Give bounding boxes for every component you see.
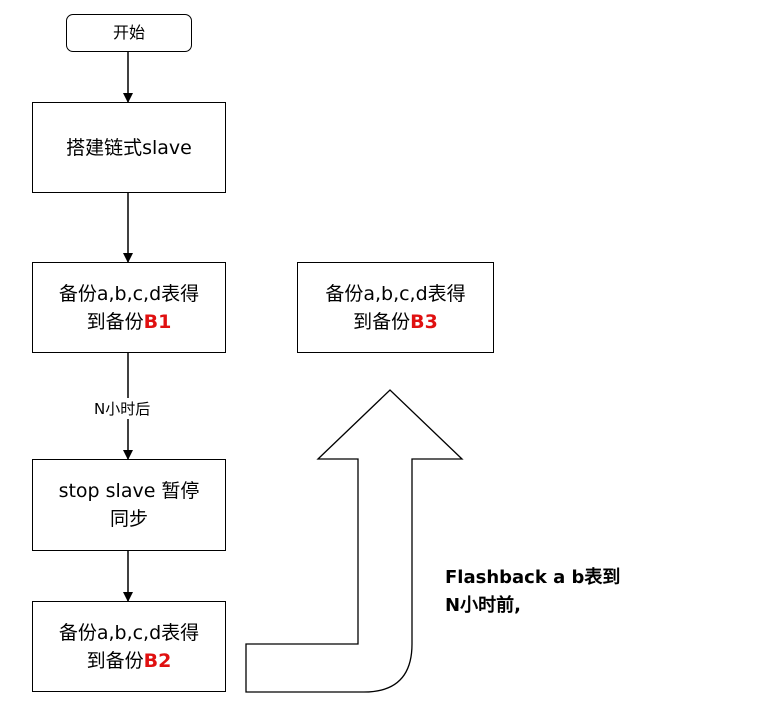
big-curved-arrow — [245, 389, 464, 693]
flashback-note: Flashback a b表到 N小时前, — [445, 564, 620, 620]
step-backup-b2: 备份a,b,c,d表得 到备份B2 — [32, 601, 226, 692]
step1-label: 搭建链式slave — [66, 136, 192, 159]
start-label: 开始 — [112, 23, 145, 42]
step-backup-b3: 备份a,b,c,d表得 到备份B3 — [297, 262, 494, 353]
step-build-slave: 搭建链式slave — [32, 102, 226, 193]
step2-line2: 到备份B1 — [87, 308, 172, 336]
backup-tag-b3: B3 — [410, 310, 438, 333]
step2-line1: 备份a,b,c,d表得 — [58, 282, 200, 305]
step4-line2-prefix: 到备份 — [86, 649, 144, 672]
step5-line2: 到备份B3 — [353, 308, 438, 336]
step5-line2-prefix: 到备份 — [353, 310, 411, 333]
flashback-note-line2: N小时前, — [445, 595, 521, 616]
step-backup-b1: 备份a,b,c,d表得 到备份B1 — [32, 262, 226, 353]
step2-line2-prefix: 到备份 — [86, 310, 144, 333]
start-node: 开始 — [66, 14, 192, 52]
step3-line2: 同步 — [109, 508, 148, 530]
flashback-note-line1: Flashback a b表到 — [445, 567, 621, 588]
step3-line1: stop slave 暂停 — [58, 480, 200, 502]
step-stop-slave: stop slave 暂停 同步 — [32, 459, 226, 551]
backup-tag-b1: B1 — [143, 310, 172, 333]
step4-line2: 到备份B2 — [87, 647, 172, 675]
step4-line1: 备份a,b,c,d表得 — [58, 621, 200, 644]
edge-label-n-hours: N小时后 — [92, 398, 153, 419]
backup-tag-b2: B2 — [143, 649, 172, 672]
step5-line1: 备份a,b,c,d表得 — [325, 282, 466, 305]
